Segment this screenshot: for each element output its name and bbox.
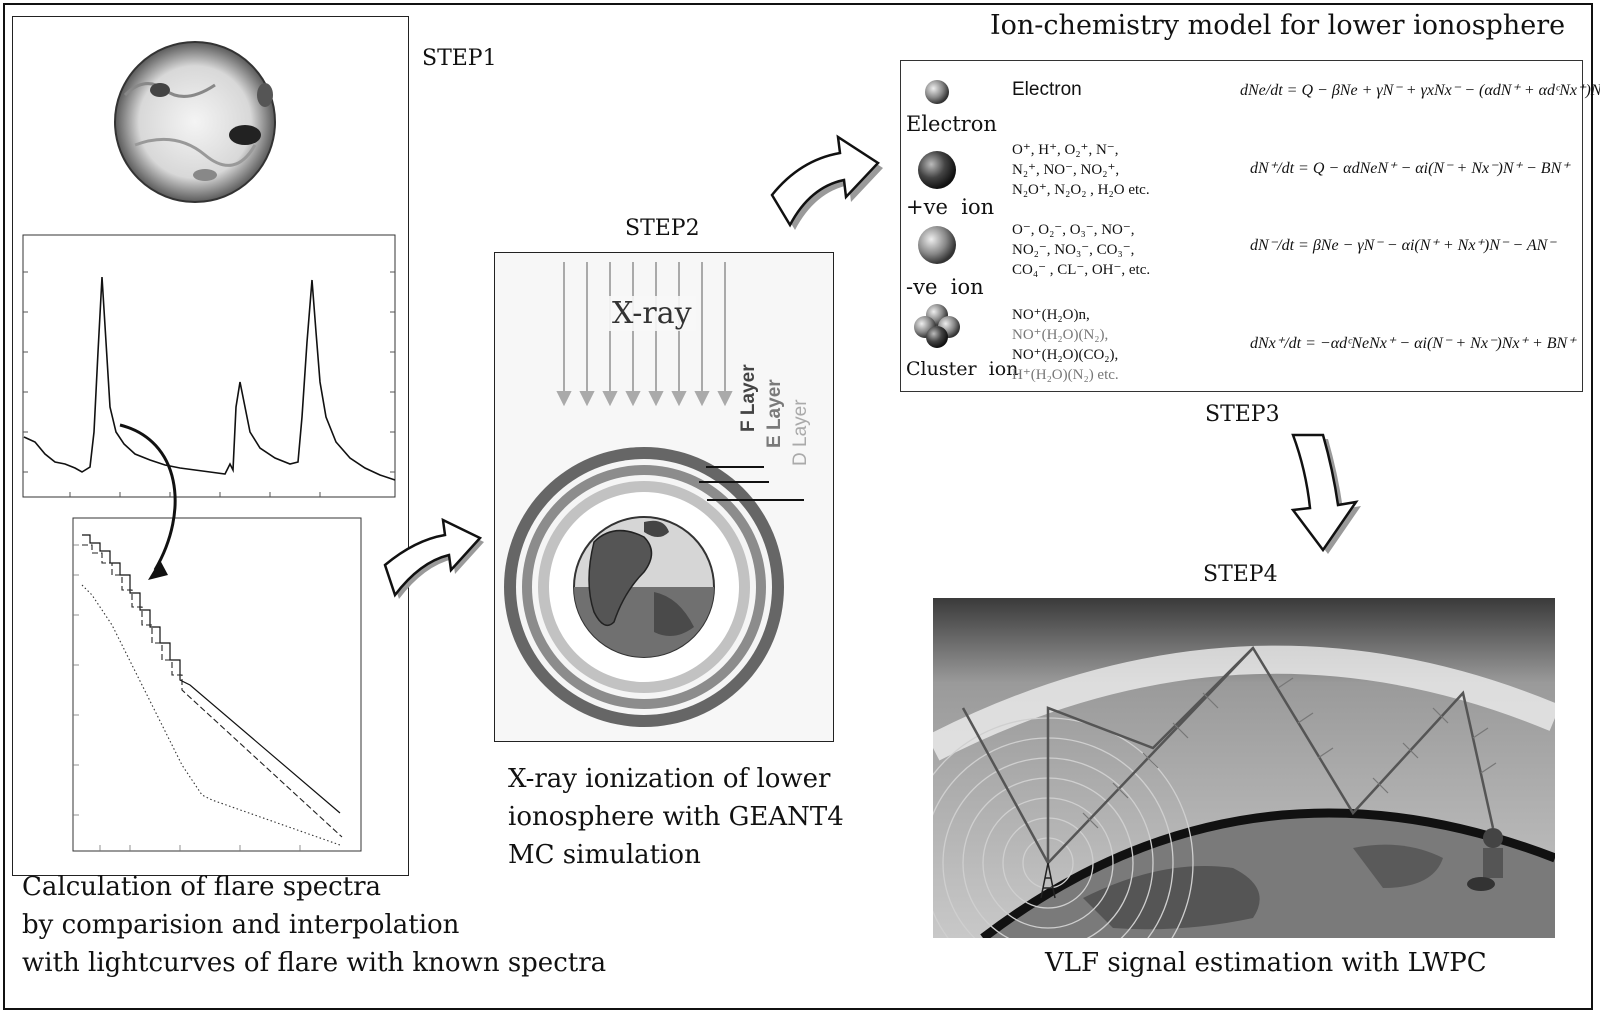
figure-frame <box>3 3 1593 1010</box>
sun-image <box>114 41 276 203</box>
cluster-ion-icon <box>914 304 960 348</box>
ion-list-line: CO₄⁻ , CL⁻, OH⁻, etc. <box>1012 262 1151 278</box>
ion-list-line: N₂O⁺, N₂O₂ , H₂O etc. <box>1012 182 1150 198</box>
ion-list-line: NO⁺(H₂O)n, <box>1012 307 1090 323</box>
xray-arrows <box>556 262 733 407</box>
ion-list-line: N₂⁺, NO⁻, NO₂⁺, <box>1012 162 1120 178</box>
equation-rhs: = Q − βNe + γN⁻ + γxNx⁻ − (αdN⁺ + αdᶜNx⁺… <box>1286 82 1600 99</box>
positive-ion-icon <box>918 151 956 189</box>
d-layer-label: D Layer <box>790 399 811 466</box>
equation-cluster-ion: dNx⁺/dt = −αdᶜNeNx⁺ − αi(N⁻ + Nx⁻)Nx⁺ + … <box>1250 333 1576 353</box>
step4-label: STEP4 <box>1203 562 1278 587</box>
lightcurve-ticks <box>23 271 395 497</box>
curved-arrow-icon <box>119 423 177 580</box>
equation-rhs: = −αdᶜNeNx⁺ − αi(N⁻ + Nx⁻)Nx⁺ + BN⁺ <box>1305 335 1576 352</box>
negative-ion-icon <box>918 226 956 264</box>
ray-hatching <box>1082 677 1497 829</box>
species-icons <box>914 80 960 348</box>
f-layer-label: F Layer <box>738 364 759 432</box>
electron-name: Electron <box>1012 79 1082 100</box>
e-layer-label: E Layer <box>764 379 785 448</box>
ion-list-line: O⁺, H⁺, O₂⁺, N⁻, <box>1012 142 1119 158</box>
step1-caption: Calculation of flare spectra by comparis… <box>22 868 606 982</box>
spectra-ticks <box>73 544 301 851</box>
hollow-arrow-step2-to-step3 <box>770 134 883 230</box>
step3-label: STEP3 <box>1205 402 1280 427</box>
equation-electron: dNe/dt = Q − βNe + γN⁻ + γxNx⁻ − (αdN⁺ +… <box>1240 80 1600 100</box>
xray-label: X-ray <box>608 296 696 331</box>
chemistry-panel <box>900 60 1583 392</box>
receiver-person-icon <box>1467 828 1503 891</box>
ion-list-line: NO₂⁻, NO₃⁻, CO₃⁻, <box>1012 242 1135 258</box>
step1-label: STEP1 <box>422 46 497 71</box>
equation-positive-ion: dN⁺/dt = Q − αdNeN⁺ − αi(N⁻ + Nx⁻)N⁺ − B… <box>1250 158 1570 178</box>
equation-lhs: dNe/dt <box>1240 82 1283 99</box>
step1-caption-line: by comparision and interpolation <box>22 910 460 940</box>
ionosphere-illustration <box>504 262 804 727</box>
ion-list-line: O⁻, O₂⁻, O₃⁻, NO⁻, <box>1012 222 1135 238</box>
ionosphere-band <box>933 645 1555 761</box>
hollow-arrow-step3-to-step4 <box>1290 433 1361 554</box>
step2-caption-line: X-ray ionization of lower <box>508 764 831 794</box>
step2-label: STEP2 <box>625 216 700 241</box>
equation-rhs: = βNe − γN⁻ − αi(N⁺ + Nx⁺)N⁻ − AN⁻ <box>1298 237 1556 254</box>
equation-lhs: dNx⁺/dt <box>1250 335 1302 352</box>
species-label-electron: Electron <box>906 112 997 136</box>
spectrum-dotted <box>81 584 341 846</box>
lightcurve-line <box>23 276 396 481</box>
step1-caption-line: Calculation of flare spectra <box>22 872 382 902</box>
equation-negative-ion: dN⁻/dt = βNe − γN⁻ − αi(N⁺ + Nx⁺)N⁻ − AN… <box>1250 235 1556 255</box>
earth-icon <box>573 516 715 658</box>
species-label-cluster-ion: Cluster ion <box>906 358 1019 380</box>
ion-list-line: NO⁺(H₂O)(CO₂), <box>1012 347 1119 363</box>
positive-ion-list: O⁺, H⁺, O₂⁺, N⁻, N₂⁺, NO⁻, NO₂⁺, N₂O⁺, N… <box>1012 140 1150 200</box>
chemistry-title: Ion-chemistry model for lower ionosphere <box>990 10 1566 41</box>
ion-list-line: H⁺(H₂O)(N₂) etc. <box>1012 367 1119 383</box>
species-label-negative-ion: -ve ion <box>906 275 984 299</box>
cluster-ion-list: NO⁺(H₂O)n, NO⁺(H₂O)(N₂), NO⁺(H₂O)(CO₂), … <box>1012 305 1119 385</box>
equation-lhs: dN⁺/dt <box>1250 160 1295 177</box>
equation-lhs: dN⁻/dt <box>1250 237 1295 254</box>
spectrum-solid <box>82 534 341 814</box>
transmitter-tower-icon <box>1040 862 1056 899</box>
species-label-positive-ion: +ve ion <box>906 195 995 219</box>
equation-rhs: = Q − αdNeN⁺ − αi(N⁻ + Nx⁻)N⁺ − BN⁺ <box>1298 160 1570 177</box>
hollow-arrow-step1-to-step2 <box>383 517 484 599</box>
spectra-plot <box>72 517 362 852</box>
layer-leaders <box>699 466 804 501</box>
step4-caption: VLF signal estimation with LWPC <box>1045 948 1487 978</box>
vlf-propagation-illustration <box>933 598 1555 938</box>
spectrum-dashed <box>82 544 343 838</box>
step2-caption-line: ionosphere with GEANT4 <box>508 802 844 832</box>
step2-caption-line: MC simulation <box>508 840 701 870</box>
lightcurve-plot <box>22 234 396 498</box>
negative-ion-list: O⁻, O₂⁻, O₃⁻, NO⁻, NO₂⁻, NO₃⁻, CO₃⁻, CO₄… <box>1012 220 1150 280</box>
ion-list-line: NO⁺(H₂O)(N₂), <box>1012 327 1109 343</box>
electron-icon <box>925 80 949 104</box>
step1-caption-line: with lightcurves of flare with known spe… <box>22 948 607 978</box>
step2-caption: X-ray ionization of lower ionosphere wit… <box>508 760 844 874</box>
